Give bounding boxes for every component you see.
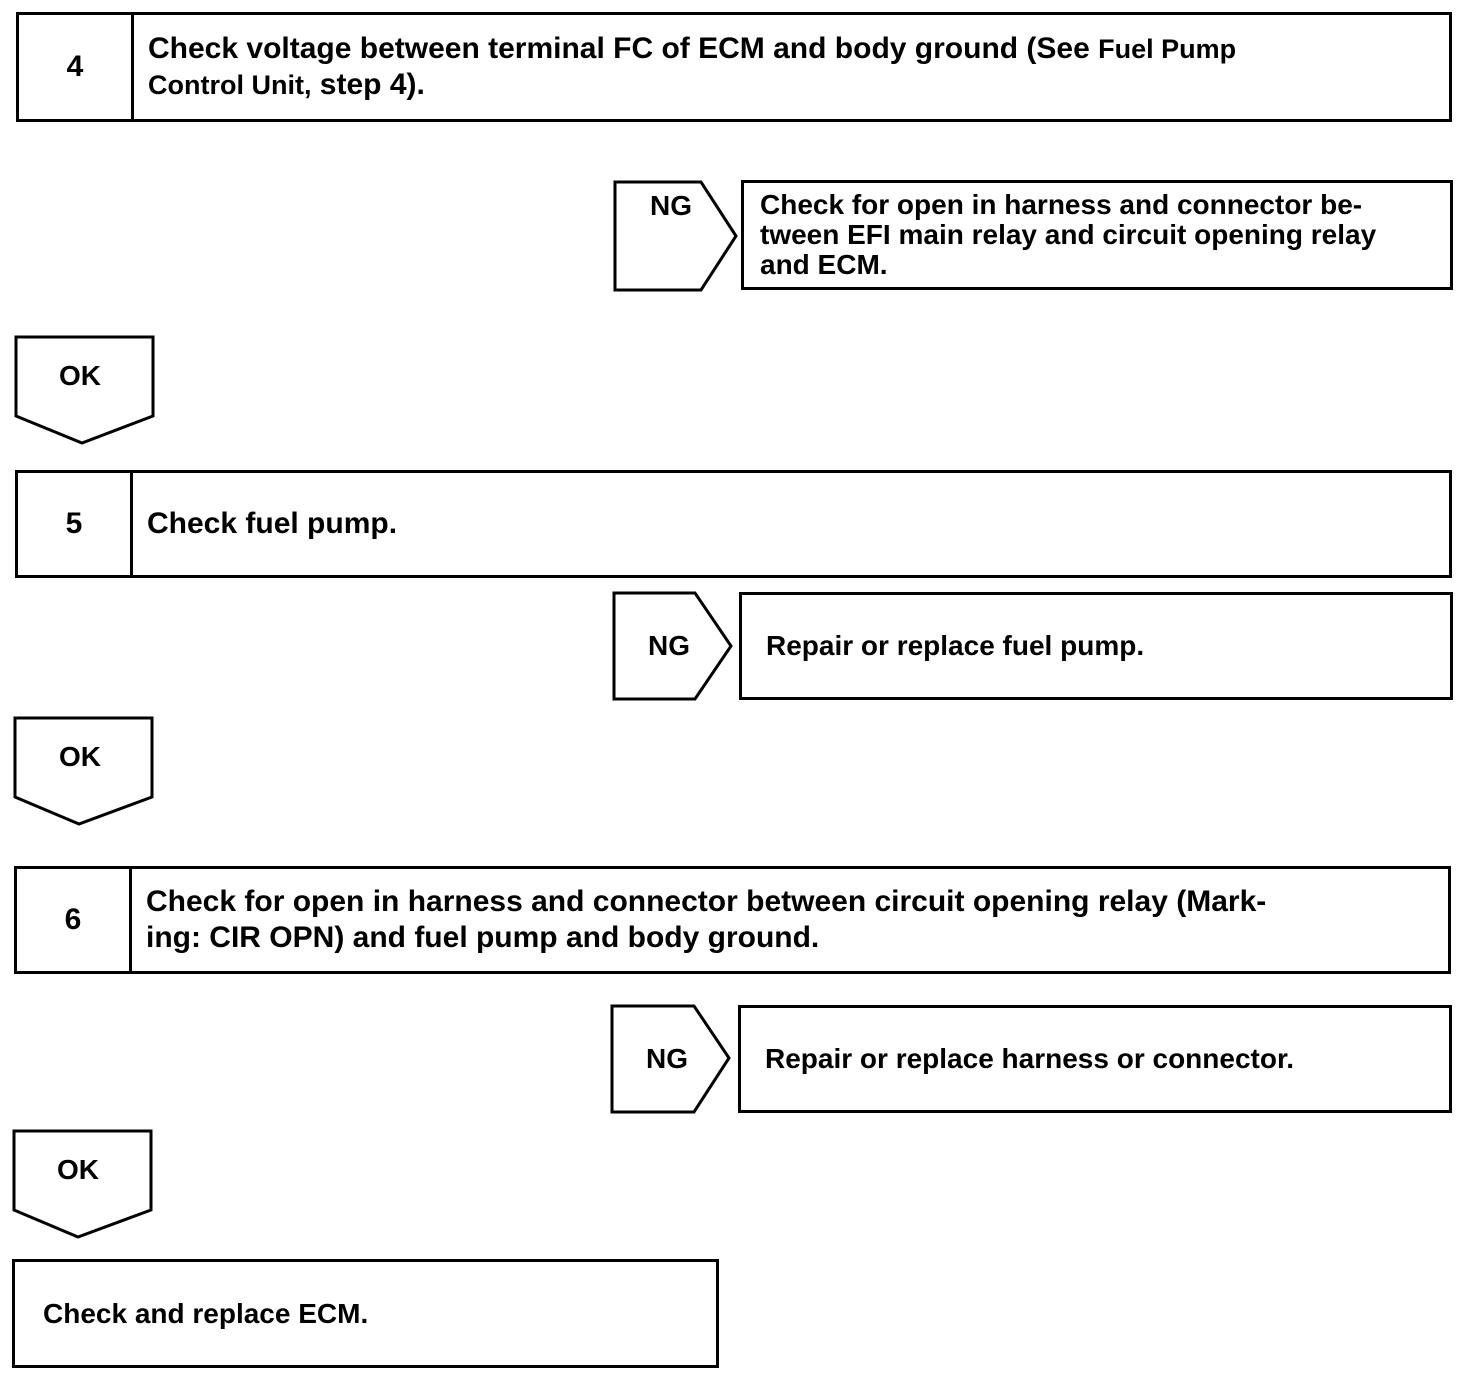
step-4-text-tail: step 4). xyxy=(311,68,425,101)
step-5-box: 5 Check fuel pump. xyxy=(15,470,1452,578)
step-6-box: 6 Check for open in harness and connecto… xyxy=(14,866,1451,974)
final-action-box: Check and replace ECM. xyxy=(12,1259,719,1368)
step-4-ref-2: Control Unit, xyxy=(148,70,312,100)
step-4-number: 4 xyxy=(19,15,134,119)
ng-result-4-line-3: and ECM. xyxy=(760,249,888,280)
ok-label-6: OK xyxy=(57,1154,99,1185)
step-4-text: Check voltage between terminal FC of ECM… xyxy=(134,15,1250,119)
ok-label-5: OK xyxy=(59,741,101,772)
ng-arrow-6 xyxy=(610,1004,731,1114)
ok-arrow-6 xyxy=(12,1129,153,1239)
step-4-ref-1: Fuel Pump xyxy=(1098,34,1237,64)
step-6-line-2: ing: CIR OPN) and fuel pump and body gro… xyxy=(146,921,820,954)
ng-result-4-line-2: tween EFI main relay and circuit opening… xyxy=(760,219,1377,250)
ng-label-5: NG xyxy=(648,630,690,661)
step-6-line-1: Check for open in harness and connector … xyxy=(146,885,1267,918)
ok-label-4: OK xyxy=(59,360,101,391)
step-6-text: Check for open in harness and connector … xyxy=(132,869,1280,971)
ng-result-6: Repair or replace harness or connector. xyxy=(738,1005,1452,1113)
step-4-box: 4 Check voltage between terminal FC of E… xyxy=(16,12,1452,122)
ng-arrow-5 xyxy=(612,591,733,701)
ng-label-6: NG xyxy=(646,1043,688,1074)
ng-result-4: Check for open in harness and connector … xyxy=(741,180,1453,290)
ng-result-4-line-1: Check for open in harness and connector … xyxy=(760,189,1363,220)
ok-arrow-5 xyxy=(13,716,154,826)
step-5-number: 5 xyxy=(18,473,133,575)
ng-result-5: Repair or replace fuel pump. xyxy=(739,592,1453,700)
step-5-text: Check fuel pump. xyxy=(147,507,398,540)
ng-arrow-4 xyxy=(613,180,738,292)
step-6-number: 6 xyxy=(17,869,132,971)
step-4-text-main: Check voltage between terminal FC of ECM… xyxy=(148,32,1099,65)
ng-label-4: NG xyxy=(650,190,692,221)
ok-arrow-4 xyxy=(14,335,155,445)
